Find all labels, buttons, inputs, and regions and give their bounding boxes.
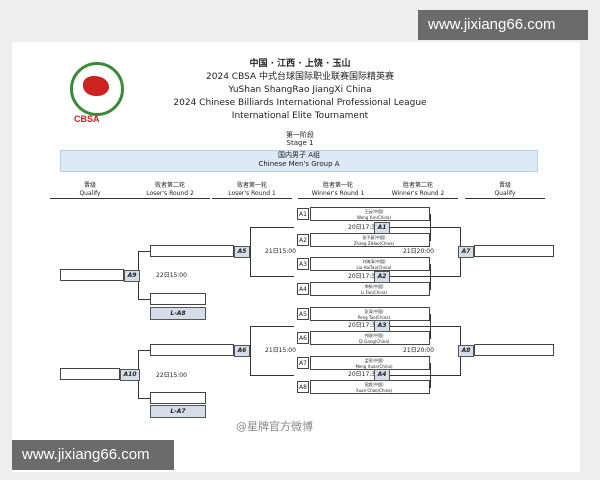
time-wr1-c: 20日17:30 (348, 322, 379, 329)
tag-a9: A9 (124, 270, 140, 282)
time-lr2-a: 22日15:00 (156, 272, 187, 279)
logo-text: CBSA (74, 114, 100, 124)
group-cn: 国内男子 A组 (277, 151, 320, 159)
tag-a5: A5 (234, 246, 250, 258)
title-line-1: 中国 · 江西 · 上饶 · 玉山 (249, 59, 351, 69)
watermark-top: www.jixiang66.com (418, 10, 588, 40)
time-lr1-a: 21日15:00 (265, 248, 296, 255)
loser-la8: L-A8 (150, 307, 206, 320)
lr2-box-2 (150, 293, 206, 305)
stage-cn: 第一阶段 (286, 131, 314, 139)
china-map-icon (83, 76, 109, 96)
weibo-watermark: @星牌官方微博 (236, 420, 313, 433)
time-wr2-b: 21日20:00 (403, 347, 434, 354)
qualify-box-left-1 (60, 269, 124, 281)
group-bar: 国内男子 A组 Chinese Men's Group A (60, 150, 538, 172)
tag-w-a3: A3 (374, 320, 390, 332)
tag-a8: A8 (458, 345, 474, 357)
watermark-bottom: www.jixiang66.com (12, 440, 174, 470)
lr2-box-4 (150, 392, 206, 404)
group-en: Chinese Men's Group A (258, 160, 340, 168)
qualify-box-left-2 (60, 368, 120, 380)
tag-a10: A10 (120, 369, 140, 381)
cbsa-logo (70, 62, 124, 116)
tag-w-a4: A4 (374, 369, 390, 381)
tag-a6: A6 (234, 345, 250, 357)
loser-la7: L-A7 (150, 405, 206, 418)
time-wr1-b: 20日17:30 (348, 273, 379, 280)
tag-w-a1: A1 (374, 222, 390, 234)
time-wr2-a: 21日20:00 (403, 248, 434, 255)
time-lr2-b: 22日15:00 (156, 372, 187, 379)
title-line-3: YuShan ShangRao JiangXi China (228, 85, 372, 95)
time-lr1-b: 21日15:00 (265, 347, 296, 354)
title-line-5: International Elite Tournament (231, 111, 369, 121)
tag-a7: A7 (458, 246, 474, 258)
lr2-box-3 (150, 344, 234, 356)
time-wr1-a: 20日17:30 (348, 224, 379, 231)
lr2-box-1 (150, 245, 234, 257)
stage-en: Stage 1 (286, 139, 314, 147)
title-line-2: 2024 CBSA 中式台球国际职业联赛国际精英赛 (206, 72, 394, 82)
title-line-4: 2024 Chinese Billiards International Pro… (173, 98, 427, 108)
qualify-box-right-1 (474, 245, 554, 257)
time-wr1-d: 20日17:30 (348, 371, 379, 378)
tag-w-a2: A2 (374, 271, 390, 283)
qualify-box-right-2 (474, 344, 554, 356)
